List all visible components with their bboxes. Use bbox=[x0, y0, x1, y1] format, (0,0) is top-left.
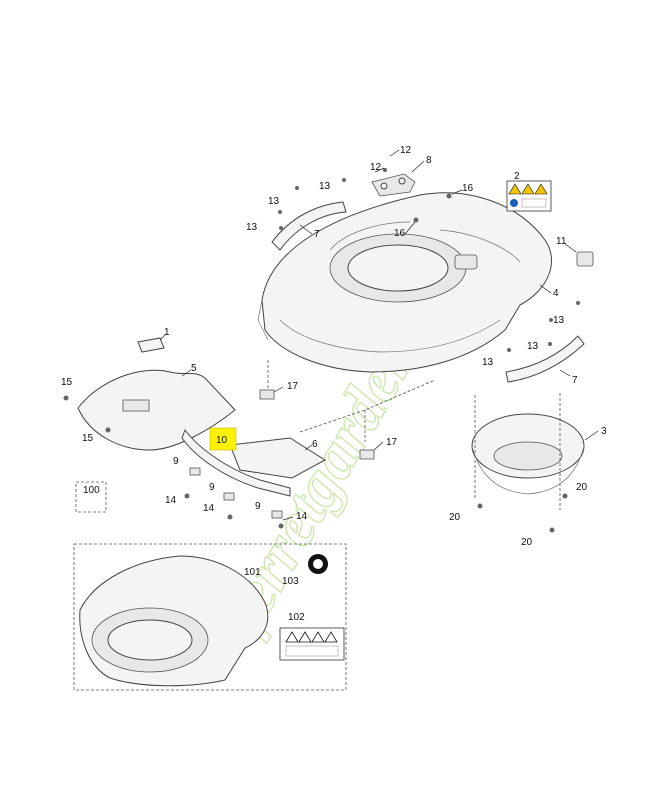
label-15b: 15 bbox=[82, 433, 94, 444]
label-8: 8 bbox=[426, 155, 432, 166]
leader-lines bbox=[159, 149, 599, 521]
label-16b: 16 bbox=[394, 228, 406, 239]
label-11: 11 bbox=[556, 236, 567, 247]
label-7-right: 7 bbox=[572, 375, 578, 386]
label-13f: 13 bbox=[482, 357, 494, 368]
label-12b: 12 bbox=[370, 162, 382, 173]
label-102: 102 bbox=[288, 612, 305, 623]
clip-9b bbox=[223, 492, 235, 501]
label-17b: 17 bbox=[386, 437, 398, 448]
part-labels: 1 2 3 4 5 6 7 7 8 9 9 9 10 11 12 12 13 1… bbox=[61, 145, 607, 623]
mulch-plug-part bbox=[371, 173, 416, 197]
label-1: 1 bbox=[164, 327, 170, 338]
label-sticker bbox=[137, 337, 165, 353]
deflector-plate bbox=[229, 437, 326, 479]
label-4: 4 bbox=[553, 288, 559, 299]
label-20c: 20 bbox=[521, 537, 533, 548]
label-17a: 17 bbox=[287, 381, 299, 392]
label-7-top: 7 bbox=[314, 229, 320, 240]
label-10: 10 bbox=[216, 435, 228, 446]
label-103: 103 bbox=[282, 576, 299, 587]
cover-plate bbox=[77, 369, 236, 451]
clip-17b bbox=[359, 449, 375, 460]
clip-9c bbox=[271, 510, 283, 519]
inset-box-101 bbox=[73, 543, 347, 691]
fasteners bbox=[63, 168, 580, 533]
label-20a: 20 bbox=[449, 512, 461, 523]
warning-label-102 bbox=[279, 627, 345, 661]
label-9b: 9 bbox=[209, 482, 215, 493]
warning-label-2 bbox=[506, 180, 552, 212]
knob-part bbox=[576, 251, 594, 267]
label-20b: 20 bbox=[576, 482, 588, 493]
bowl-part bbox=[471, 413, 585, 495]
label-13d: 13 bbox=[553, 315, 565, 326]
label-13e: 13 bbox=[527, 341, 539, 352]
label-12a: 12 bbox=[400, 145, 412, 156]
badge-103 bbox=[308, 554, 328, 574]
label-14c: 14 bbox=[296, 511, 308, 522]
label-5: 5 bbox=[191, 363, 197, 374]
clip-9a bbox=[189, 467, 201, 476]
guide-rail bbox=[181, 428, 291, 497]
label-16a: 16 bbox=[462, 183, 474, 194]
label-3: 3 bbox=[601, 426, 607, 437]
label-14b: 14 bbox=[203, 503, 215, 514]
label-9c: 9 bbox=[255, 501, 261, 512]
label-13c: 13 bbox=[246, 222, 258, 233]
side-skirt-right bbox=[505, 335, 585, 383]
highlight-part-10 bbox=[209, 427, 237, 451]
kit-box-100 bbox=[75, 481, 107, 513]
plate-slot bbox=[122, 399, 150, 412]
deck-housing bbox=[257, 192, 553, 373]
label-2: 2 bbox=[514, 171, 520, 182]
label-101: 101 bbox=[244, 567, 261, 578]
label-13b: 13 bbox=[268, 196, 280, 207]
side-skirt-top bbox=[271, 201, 347, 251]
clip-17a bbox=[259, 389, 275, 400]
label-100: 100 bbox=[83, 485, 100, 496]
axis-line bbox=[299, 379, 436, 433]
label-13a: 13 bbox=[319, 181, 331, 192]
label-9a: 9 bbox=[173, 456, 179, 467]
label-14a: 14 bbox=[165, 495, 177, 506]
label-6: 6 bbox=[312, 439, 318, 450]
label-15a: 15 bbox=[61, 377, 73, 388]
